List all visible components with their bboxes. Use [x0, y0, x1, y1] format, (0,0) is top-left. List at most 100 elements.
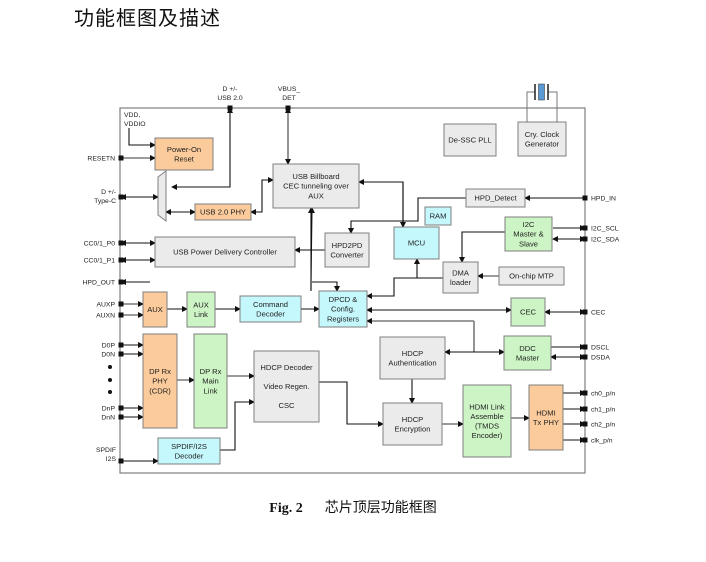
block-label: HPD2PD — [332, 241, 363, 250]
pin-i2c-scl: I2C_SCL — [582, 225, 619, 233]
block-label: DP Rx — [200, 367, 222, 376]
connection-line — [250, 177, 274, 215]
pin-label: ch2_p/n — [591, 422, 615, 429]
block-label: Master & — [513, 230, 543, 239]
pin-dnp: DnP — [102, 405, 124, 413]
pin-label: D0N — [101, 352, 115, 359]
block-label: Authentication — [388, 359, 436, 368]
block-mcu: MCU — [393, 226, 440, 260]
block-label: PHY — [152, 377, 168, 386]
pin-auxp: AUXP — [96, 301, 124, 309]
block-label: HDCP Decoder — [260, 363, 313, 372]
block-label: Slave — [519, 239, 538, 248]
block-label: HDCP — [402, 415, 424, 424]
pin-label: DET — [282, 95, 296, 102]
block-label: MCU — [408, 239, 425, 248]
block-label: (CDR) — [149, 386, 171, 395]
pin-label: D +/- — [223, 86, 238, 93]
pin-label: DSDA — [591, 355, 610, 362]
block-label: USB Power Delivery Controller — [173, 248, 277, 257]
block-label: AUX — [193, 300, 209, 309]
pin-hpd-out: HPD_OUT — [83, 279, 124, 287]
ellipsis-dot — [108, 378, 112, 382]
block-label: Video Regen. — [264, 382, 310, 391]
pin-label: I2C_SDA — [591, 237, 620, 244]
block-label: Registers — [327, 314, 359, 323]
block-label: Cry. Clock — [525, 130, 560, 139]
connection-line — [366, 277, 417, 299]
block-label: Config. — [331, 305, 355, 314]
section-heading: 功能框图及描述 — [74, 6, 221, 30]
block-mtp: On-chip MTP — [498, 266, 565, 286]
block-ram: RAM — [424, 206, 452, 226]
pin-label: clk_p/n — [591, 438, 613, 445]
block-label: HDMI Link — [469, 402, 505, 411]
connection-line — [348, 197, 466, 234]
block-hpd-detect: HPD_Detect — [465, 188, 526, 208]
block-label: Encryption — [395, 425, 431, 434]
ellipsis-dot — [108, 365, 112, 369]
block-cec: CEC — [510, 297, 546, 327]
chip-boundary — [119, 107, 586, 474]
pin-label: I2C_SCL — [591, 226, 619, 233]
block-label: Generator — [525, 140, 560, 149]
pin-vbus-det — [285, 105, 291, 111]
pin-resetn: RESETN — [87, 155, 124, 163]
block-label: DPCD & — [329, 295, 358, 304]
pin-ch2: ch2_p/n — [582, 421, 615, 429]
block-label: Converter — [330, 251, 364, 260]
block-label: DP Rx — [149, 367, 171, 376]
connection-line — [312, 281, 340, 292]
figure-label: Fig. 2 — [269, 501, 303, 516]
block-label: USB Billboard — [292, 172, 339, 181]
pin-ch0: ch0_p/n — [582, 390, 615, 398]
block-label: (TMDS — [475, 422, 499, 431]
block-label: On-chip MTP — [509, 272, 554, 281]
block-label: HPD_Detect — [474, 194, 517, 203]
block-label: Power-On — [167, 145, 201, 154]
block-label: USB 2.0 PHY — [200, 208, 246, 217]
pin-label: D +/- — [101, 189, 116, 196]
block-label: DDC — [519, 344, 536, 353]
connection-line — [319, 381, 384, 427]
block-label: CEC tunneling over — [283, 182, 349, 191]
pin-label: HPD_OUT — [83, 280, 115, 287]
usb-mux-symbol — [157, 170, 167, 222]
crystal-icon — [526, 83, 558, 122]
figure-caption-text: 芯片顶层功能框图 — [324, 500, 437, 516]
pin-label: DSCL — [591, 345, 609, 352]
pin-dscl: DSCL — [582, 344, 609, 352]
pin-label: USB 2.0 — [217, 95, 243, 102]
pin-hpd-in: HPD_IN — [582, 195, 616, 203]
block-label: Encoder) — [472, 431, 503, 440]
pin-d0n: D0N — [101, 351, 124, 359]
pin-label: CC0/1_P0 — [84, 241, 116, 248]
block-label: SPDIF/I2S — [171, 442, 207, 451]
connection-line — [459, 231, 505, 263]
block-label: AUX — [308, 191, 324, 200]
block-label: DMA — [452, 268, 470, 277]
pin-label: VDDIO — [124, 121, 146, 128]
block-usb2-phy: USB 2.0 PHY — [194, 203, 252, 221]
block-label: Link — [194, 310, 208, 319]
block-label: HDCP — [402, 349, 424, 358]
pin-label: ch1_p/n — [591, 407, 615, 414]
block-label: Decoder — [175, 452, 204, 461]
block-usb-pd: USB Power Delivery Controller — [154, 236, 296, 268]
ellipsis-dot — [108, 390, 112, 394]
block-label: Main — [202, 377, 218, 386]
pin-cc-p0: CC0/1_P0 — [84, 240, 124, 248]
pin-cc-p1: CC0/1_P1 — [84, 257, 124, 265]
block-label: CEC — [520, 308, 537, 317]
pin-label: AUXP — [96, 302, 115, 309]
